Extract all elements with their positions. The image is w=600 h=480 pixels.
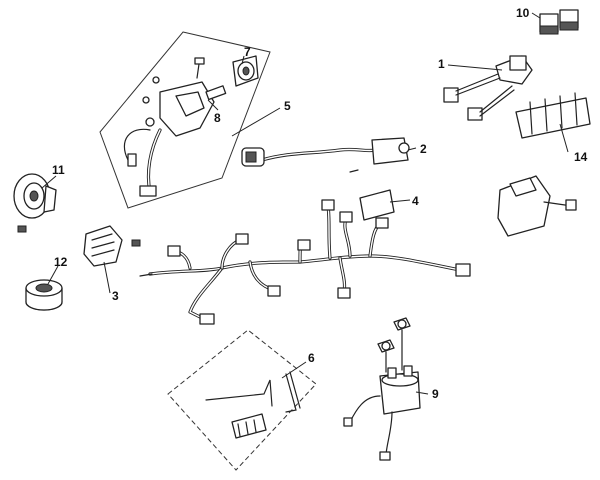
label-part-1: 1 — [438, 57, 445, 71]
relay-pair-part — [539, 9, 579, 35]
label-part-8: 8 — [214, 111, 221, 125]
ignition-coil-part — [241, 137, 410, 173]
regulator-part — [83, 225, 141, 267]
horn-part — [13, 173, 57, 233]
label-part-5: 5 — [284, 99, 291, 113]
label-part-2: 2 — [420, 142, 427, 156]
main-wiring-harness — [139, 199, 471, 325]
flasher-relay-part — [497, 175, 577, 237]
connector-strip-part — [515, 92, 591, 139]
label-part-9: 9 — [432, 387, 439, 401]
lock-cylinder-part — [232, 55, 259, 87]
group-6-outline — [167, 329, 317, 471]
relay-part-4 — [359, 189, 395, 221]
label-part-10: 10 — [516, 6, 530, 20]
ignition-switch-body — [123, 76, 227, 197]
label-part-11: 11 — [52, 163, 65, 177]
label-part-12: 12 — [54, 255, 68, 269]
label-part-7: 7 — [244, 45, 251, 59]
label-part-14: 14 — [574, 150, 588, 164]
label-part-6: 6 — [308, 351, 315, 365]
label-part-3: 3 — [112, 289, 119, 303]
starter-relay-part — [343, 317, 421, 461]
relay-bracket-part — [443, 55, 533, 121]
sensor-part-6 — [205, 371, 301, 439]
leader-lines — [41, 12, 569, 395]
label-part-4: 4 — [412, 194, 419, 208]
ignition-bolt — [194, 57, 205, 79]
buzzer-part — [25, 279, 63, 311]
ignition-group-outline — [99, 31, 271, 209]
